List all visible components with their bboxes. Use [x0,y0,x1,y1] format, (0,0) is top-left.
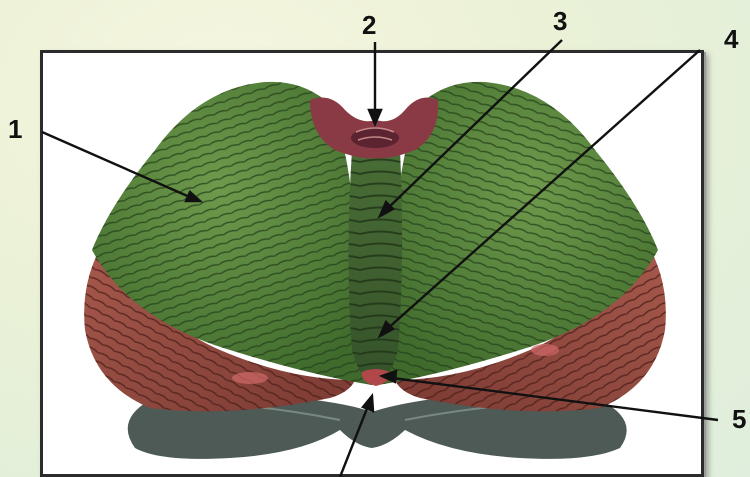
label-4: 4 [724,26,738,52]
label-5: 5 [732,406,746,432]
label-1: 1 [8,116,22,142]
arrowhead-6 [363,396,373,411]
label-3: 3 [553,8,567,34]
label-2: 2 [362,12,376,38]
